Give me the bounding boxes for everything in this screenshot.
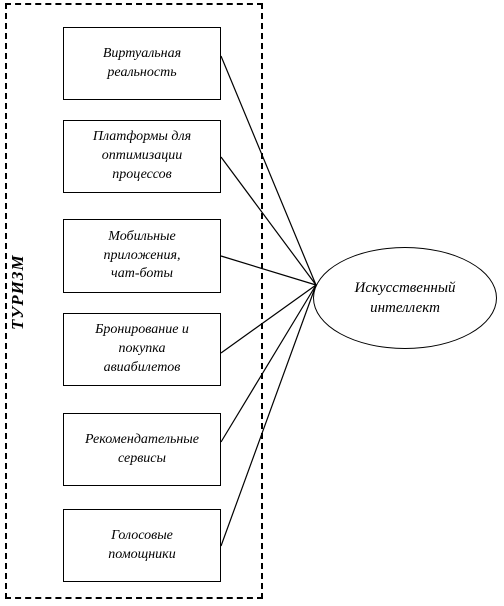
node-process-platforms: Платформы для оптимизации процессов [63,120,221,193]
connector-4 [220,284,317,354]
node-recommendation-services: Рекомендательные сервисы [63,413,221,486]
connector-2 [220,156,317,286]
connector-5 [220,284,317,443]
node-voice-assistants: Голосовые помощники [63,509,221,582]
node-booking-tickets: Бронирование и покупка авиабилетов [63,313,221,386]
connector-3 [220,255,317,286]
tourism-frame [5,3,263,599]
connector-1 [220,55,317,286]
connector-6 [220,284,317,547]
node-virtual-reality: Виртуальная реальность [63,27,221,100]
node-artificial-intelligence: Искусственный интеллект [313,247,497,349]
node-mobile-apps-chatbots: Мобильные приложения, чат-боты [63,219,221,293]
